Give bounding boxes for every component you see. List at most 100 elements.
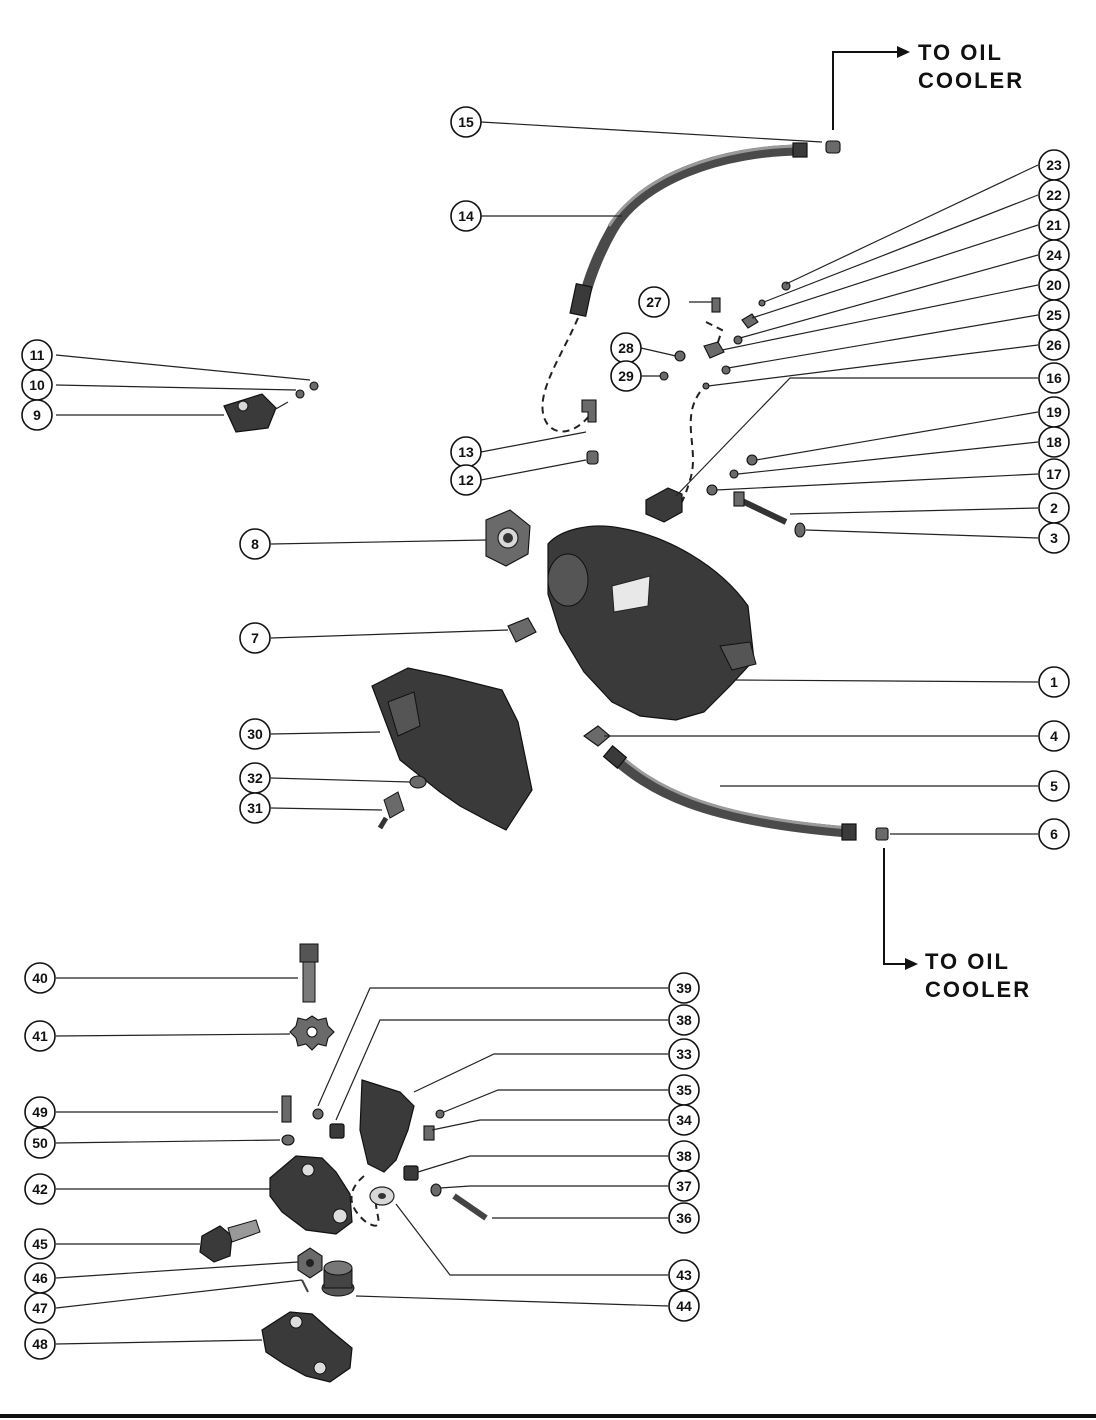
callout-38[interactable]: 38 [668,1004,700,1036]
callout-50[interactable]: 50 [24,1127,56,1159]
part-42-mount-base [269,1155,353,1235]
svg-text:23: 23 [1046,157,1062,173]
svg-text:40: 40 [32,970,48,986]
callout-5[interactable]: 5 [1038,770,1070,802]
callout-4[interactable]: 4 [1038,720,1070,752]
callout-49[interactable]: 49 [24,1096,56,1128]
callout-23[interactable]: 23 [1038,149,1070,181]
callout-31[interactable]: 31 [239,792,271,824]
callout-1[interactable]: 1 [1038,666,1070,698]
callout-32[interactable]: 32 [239,762,271,794]
svg-text:28: 28 [618,340,634,356]
part-19-nut [746,454,758,466]
callout-2[interactable]: 2 [1038,492,1070,524]
callout-34[interactable]: 34 [668,1104,700,1136]
callout-21[interactable]: 21 [1038,209,1070,241]
callout-15[interactable]: 15 [450,106,482,138]
callout-48[interactable]: 48 [24,1328,56,1360]
svg-text:33: 33 [676,1046,692,1062]
part-29-nut [659,371,669,381]
callout-30[interactable]: 30 [239,718,271,750]
callout-7[interactable]: 7 [239,622,271,654]
callout-9[interactable]: 9 [21,399,53,431]
svg-text:17: 17 [1046,466,1062,482]
svg-text:47: 47 [32,1300,48,1316]
callout-22[interactable]: 22 [1038,179,1070,211]
callout-17[interactable]: 17 [1038,458,1070,490]
svg-text:27: 27 [646,294,662,310]
svg-text:50: 50 [32,1135,48,1151]
part-11-nut [309,381,319,391]
part-50-washer [281,1134,295,1146]
part-14-hose-upper [569,142,808,318]
svg-text:48: 48 [32,1336,48,1352]
part-12-bushing [586,450,599,465]
callout-47[interactable]: 47 [24,1292,56,1324]
callout-25[interactable]: 25 [1038,299,1070,331]
callout-3[interactable]: 3 [1038,522,1070,554]
svg-text:44: 44 [676,1298,692,1314]
part-8-seal-plate [485,509,531,567]
callout-42[interactable]: 42 [24,1173,56,1205]
callout-24[interactable]: 24 [1038,239,1070,271]
svg-text:5: 5 [1050,778,1058,794]
callout-8[interactable]: 8 [239,528,271,560]
oil-cooler-arrow-top [832,46,910,130]
svg-text:32: 32 [247,770,263,786]
part-38-insert-right [403,1165,419,1181]
callout-35[interactable]: 35 [668,1074,700,1106]
part-45-stud [199,1219,261,1263]
part-36-bolt [452,1193,488,1221]
mount-routing-dash [350,1175,380,1227]
callout-45[interactable]: 45 [24,1228,56,1260]
svg-text:7: 7 [251,630,259,646]
part-34-screw [423,1125,435,1141]
svg-text:3: 3 [1050,530,1058,546]
svg-text:31: 31 [247,800,263,816]
part-43-hole [378,1193,386,1199]
callout-36[interactable]: 36 [668,1202,700,1234]
svg-text:34: 34 [676,1112,692,1128]
svg-text:13: 13 [458,444,474,460]
callout-29[interactable]: 29 [610,360,642,392]
part-28-washer [674,350,686,362]
callout-16[interactable]: 16 [1038,362,1070,394]
callout-38-lower[interactable]: 38 [668,1140,700,1172]
callout-33[interactable]: 33 [668,1038,700,1070]
part-38-insert [329,1123,345,1139]
callout-10[interactable]: 10 [21,369,53,401]
svg-text:18: 18 [1046,434,1062,450]
svg-text:9: 9 [33,407,41,423]
part-21-clip [741,313,759,329]
callout-13[interactable]: 13 [450,436,482,468]
part-9-hole [237,400,249,412]
svg-text:1: 1 [1050,674,1058,690]
callout-19[interactable]: 19 [1038,396,1070,428]
svg-text:43: 43 [676,1267,692,1283]
part-16-block [645,487,683,523]
callout-27[interactable]: 27 [638,286,670,318]
callout-37[interactable]: 37 [668,1170,700,1202]
callout-28[interactable]: 28 [610,332,642,364]
callout-41[interactable]: 41 [24,1020,56,1052]
callout-40[interactable]: 40 [24,962,56,994]
part-35-nut [435,1109,445,1119]
svg-text:8: 8 [251,536,259,552]
callout-43[interactable]: 43 [668,1259,700,1291]
callout-18[interactable]: 18 [1038,426,1070,458]
callout-6[interactable]: 6 [1038,818,1070,850]
svg-text:30: 30 [247,726,263,742]
callout-12[interactable]: 12 [450,464,482,496]
callout-46[interactable]: 46 [24,1262,56,1294]
svg-text:19: 19 [1046,404,1062,420]
callout-39[interactable]: 39 [668,972,700,1004]
callout-14[interactable]: 14 [450,200,482,232]
svg-text:38: 38 [676,1012,692,1028]
svg-text:11: 11 [30,347,45,363]
callout-26[interactable]: 26 [1038,329,1070,361]
callout-44[interactable]: 44 [668,1290,700,1322]
callout-11[interactable]: 11 [21,339,53,371]
part-20-clamp [703,341,725,359]
callout-20[interactable]: 20 [1038,269,1070,301]
